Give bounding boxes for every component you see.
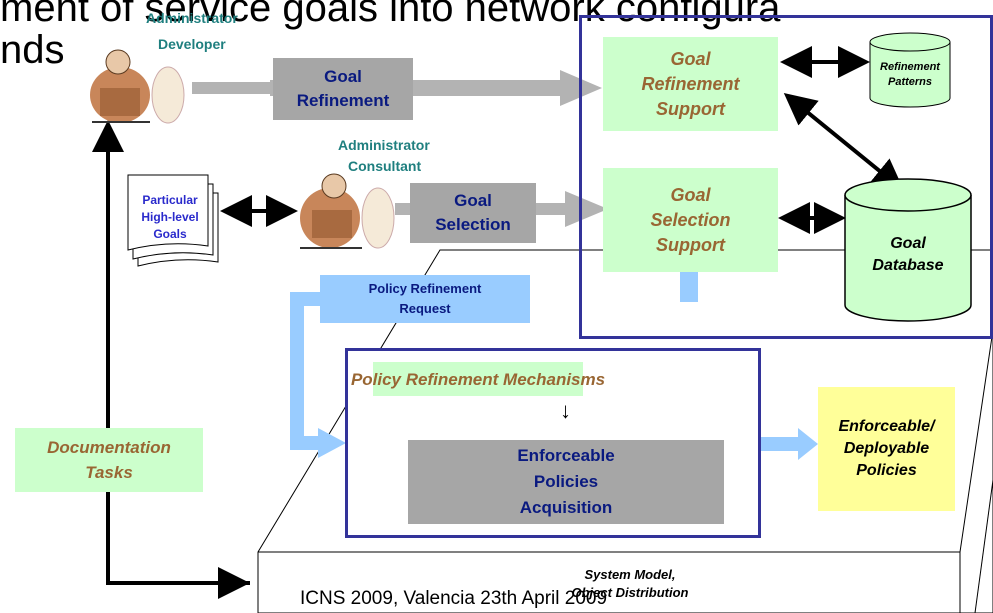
acquisition-line-1: Enforceable xyxy=(517,446,615,465)
deployable-line-3: Policies xyxy=(856,462,917,479)
goal-selection-support-box: Goal Selection Support xyxy=(603,168,778,272)
goal-selection-support-line-1: Goal xyxy=(670,184,711,205)
slide-footer: ICNS 2009, Valencia 23th April 2009 xyxy=(300,588,608,609)
consultant-role-label-1: Administrator xyxy=(338,137,430,153)
developer-role-label-1: Administrator xyxy=(146,10,238,26)
consultant-role-label-2: Consultant xyxy=(348,158,422,174)
documentation-tasks-line-2: Tasks xyxy=(85,463,133,482)
refinement-patterns-cylinder xyxy=(869,32,951,108)
particular-goals-document: Particular High-level Goals xyxy=(132,192,208,243)
system-model-label: System Model, Object Distribution xyxy=(540,566,720,602)
goal-selection-support-line-3: Support xyxy=(656,234,725,255)
system-model-line-2: Object Distribution xyxy=(571,585,689,600)
document-line-2: High-level xyxy=(141,210,199,224)
acquisition-line-2: Policies xyxy=(533,472,599,491)
goal-database-line-2: Database xyxy=(872,257,944,274)
policy-refinement-request-line-1: Policy Refinement xyxy=(368,281,482,296)
goal-refinement-line-1: Goal xyxy=(324,67,362,86)
enforceable-deployable-policies-box: Enforceable/ Deployable Policies xyxy=(818,387,955,511)
acquisition-line-3: Acquisition xyxy=(519,498,613,517)
policy-refinement-request-box: Policy Refinement Request xyxy=(320,275,530,323)
goal-database-line-1: Goal xyxy=(890,235,926,252)
goal-refinement-support-line-3: Support xyxy=(656,98,725,119)
goal-selection-support-line-2: Selection xyxy=(650,209,731,230)
refinement-patterns-line-2: Patterns xyxy=(887,76,933,88)
policy-refinement-request-line-2: Request xyxy=(399,301,451,316)
goal-selection-line-1: Goal xyxy=(454,191,492,210)
developer-role-label-2: Developer xyxy=(158,36,226,52)
refinement-patterns-line-1: Refinement xyxy=(880,61,940,73)
developer-person-icon xyxy=(90,49,185,124)
document-line-1: Particular xyxy=(142,193,198,207)
goal-refinement-line-2: Refinement xyxy=(296,91,390,110)
refinement-patterns-label: Refinement Patterns xyxy=(870,60,950,90)
goal-management-frame xyxy=(579,15,993,339)
slide-title-line2: nds xyxy=(0,28,65,72)
consultant-person-icon xyxy=(300,173,395,249)
goal-refinement-support-line-2: Refinement xyxy=(641,73,740,94)
policy-refinement-mechanisms-label: Policy Refinement Mechanisms xyxy=(351,362,605,396)
goal-refinement-box: Goal Refinement xyxy=(273,58,413,120)
goal-selection-box: Goal Selection xyxy=(410,183,536,243)
deployable-line-1: Enforceable/ xyxy=(838,418,935,435)
goal-database-cylinder xyxy=(844,178,972,322)
goal-refinement-support-box: Goal Refinement Support xyxy=(603,37,778,131)
enforceable-policies-acquisition-box: Enforceable Policies Acquisition xyxy=(408,440,724,524)
documentation-tasks-line-1: Documentation xyxy=(47,438,171,457)
down-arrow-icon: ↓ xyxy=(560,398,571,423)
goal-selection-line-2: Selection xyxy=(435,215,511,234)
document-line-3: Goals xyxy=(153,227,187,241)
system-model-line-1: System Model, xyxy=(584,567,676,582)
goal-refinement-support-line-1: Goal xyxy=(670,48,711,69)
documents-stack-icon xyxy=(127,174,219,267)
deployable-line-2: Deployable xyxy=(843,440,930,457)
goal-database-label: Goal Database xyxy=(845,233,971,277)
documentation-tasks-box: Documentation Tasks xyxy=(15,428,203,492)
